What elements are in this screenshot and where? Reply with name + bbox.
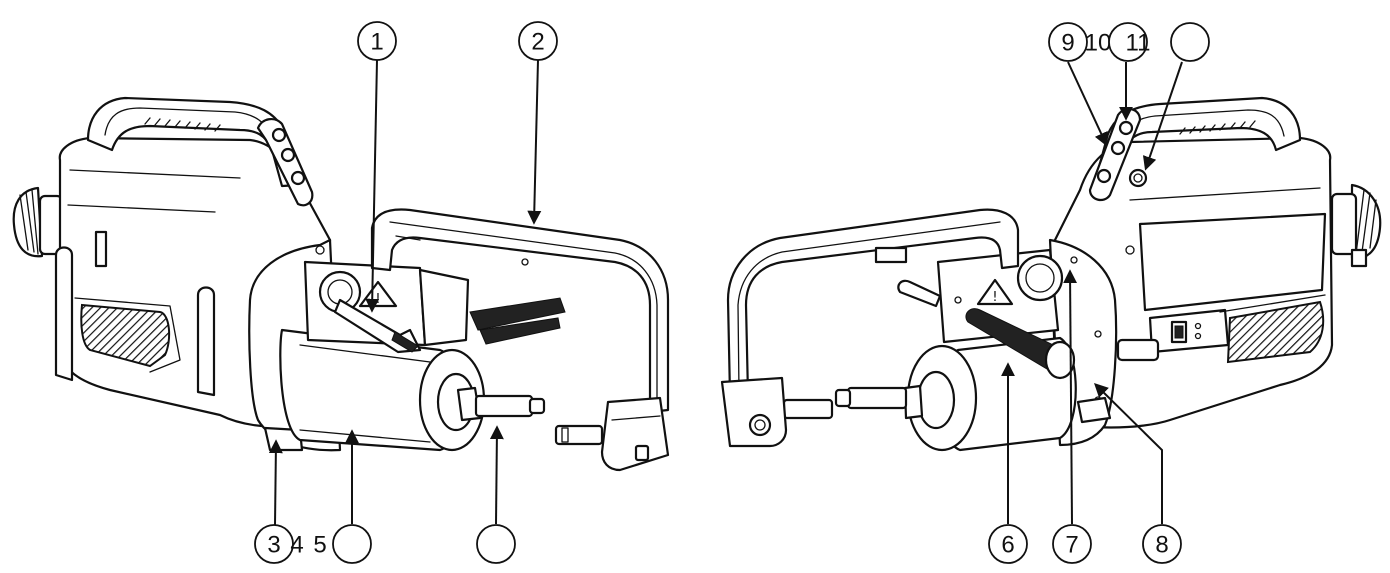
left-side-rib-1	[54, 246, 74, 382]
callout-leaders	[268, 59, 1183, 526]
callout-empty-right	[1170, 22, 1210, 62]
callout-label: 2	[531, 29, 544, 56]
right-panel-button-2	[1110, 140, 1126, 156]
left-gearbox: !	[303, 260, 470, 347]
left-electrode-arm	[456, 386, 604, 446]
callout-label: 8	[1155, 532, 1168, 559]
right-handle-vent	[1179, 120, 1256, 135]
callout-label: 6	[1001, 532, 1014, 559]
left-side-slot	[94, 230, 108, 268]
callout-11: 11	[1108, 22, 1151, 62]
right-panel-indicator	[1128, 168, 1148, 188]
left-clamp-jaw	[600, 396, 670, 472]
left-device	[12, 96, 342, 452]
right-panel-button-3	[1096, 168, 1112, 184]
right-panel-button-1	[1118, 120, 1134, 136]
left-c-arm	[370, 208, 670, 472]
right-electrode-arm	[782, 384, 924, 420]
callout-empty-left-1	[332, 524, 372, 564]
right-clamp-foot	[1076, 396, 1112, 424]
callout-label: 3	[267, 532, 280, 559]
callout-5: 5	[313, 532, 326, 559]
svg-text:!: !	[992, 290, 997, 305]
right-arm-label	[874, 246, 908, 264]
svg-text:!: !	[375, 292, 380, 307]
callout-2: 2	[518, 21, 558, 61]
right-device	[1048, 96, 1382, 447]
callout-label: 4	[290, 532, 303, 559]
right-clamp-jaw	[720, 376, 788, 448]
right-c-arm	[720, 208, 1020, 448]
left-release-lever	[333, 298, 422, 354]
callout-8: 8	[1142, 524, 1182, 564]
left-motor-cylinder	[279, 328, 486, 452]
left-rear-knob	[12, 186, 64, 258]
callout-9: 9	[1048, 22, 1088, 62]
callout-label: 9	[1061, 30, 1074, 57]
left-lower-vent	[80, 303, 171, 368]
callout-10: 10	[1085, 30, 1112, 57]
right-side-window	[1138, 212, 1327, 312]
callout-label: 5	[313, 532, 326, 559]
callout-3: 3	[254, 524, 294, 564]
callout-empty-left-2	[476, 524, 516, 564]
left-handle-vent	[144, 117, 221, 132]
left-panel-button-2	[280, 147, 296, 163]
right-switch-panel	[1148, 308, 1230, 354]
callout-1: 1	[357, 21, 397, 61]
callout-label: 7	[1065, 532, 1078, 559]
left-panel-button-3	[290, 170, 306, 186]
callout-4: 4	[290, 532, 303, 559]
right-rear-knob	[1330, 183, 1382, 268]
callout-label: 1	[370, 29, 383, 56]
right-grip-bar	[965, 308, 1076, 380]
callout-label: 11	[1126, 30, 1151, 57]
callout-6: 6	[988, 524, 1028, 564]
left-side-rib-2	[196, 286, 216, 397]
callout-label: 10	[1085, 30, 1112, 57]
right-lower-vent	[1226, 300, 1325, 364]
left-panel-button-1	[271, 127, 287, 143]
callout-7: 7	[1052, 524, 1092, 564]
